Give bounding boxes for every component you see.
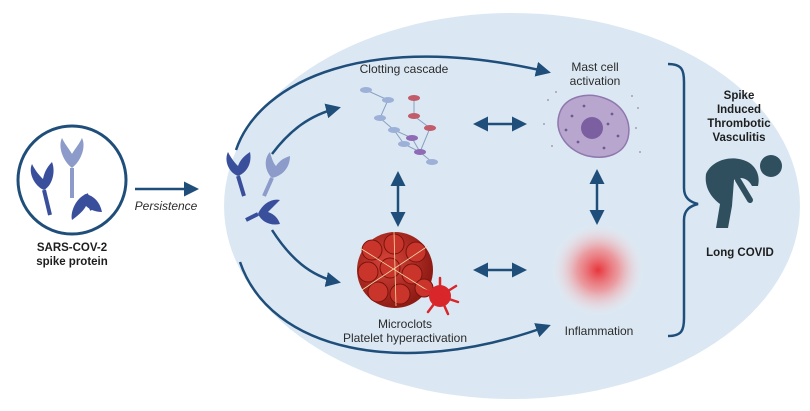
platelet-icon (422, 276, 460, 316)
mast-cell-label-line1: Mast cell (571, 60, 619, 74)
mast-cell-label: Mast cell activation (550, 60, 640, 88)
mast-cell-icon (543, 91, 641, 158)
mast-cell-label-line2: activation (569, 74, 621, 88)
microclots-label: Microclots Platelet hyperactivation (330, 317, 480, 345)
outcome-label: Spike Induced Thrombotic Vasculitis (694, 89, 784, 145)
arrow-to-microclots (270, 229, 341, 287)
arrow-to-mast-cell (234, 55, 551, 151)
long-covid-label: Long COVID (706, 247, 774, 259)
spike-protein-circle (16, 124, 128, 236)
spike-cluster-icon (226, 152, 290, 225)
microclot-icon (357, 231, 434, 308)
outcome-label-line2: Induced (716, 104, 762, 116)
inflammation-icon (552, 224, 644, 316)
person-icon (705, 155, 782, 228)
clotting-cascade-label: Clotting cascade (359, 62, 449, 76)
microclots-label-line2: Platelet hyperactivation (342, 331, 468, 345)
inflammation-label: Inflammation (564, 324, 634, 338)
clotting-cascade-icon (360, 87, 438, 165)
outcome-label-line3: Thrombotic (707, 118, 771, 130)
spike-protein-label: SARS-COV-2 spike protein (22, 241, 122, 269)
outcome-label-line1: Spike (723, 90, 755, 102)
spike-protein-label-line2: spike protein (36, 256, 108, 268)
arrow-to-inflammation (238, 261, 551, 355)
background-ellipse (224, 13, 800, 399)
arrow-to-clotting (271, 103, 341, 155)
spike-protein-light-icon (60, 138, 84, 198)
spike-protein-dark-icon (30, 162, 102, 220)
microclots-label-line1: Microclots (377, 317, 432, 331)
persistence-label: Persistence (134, 199, 198, 213)
right-brace (667, 62, 699, 338)
spike-protein-label-line1: SARS-COV-2 (36, 242, 108, 254)
outcome-label-line4: Vasculitis (712, 132, 766, 144)
